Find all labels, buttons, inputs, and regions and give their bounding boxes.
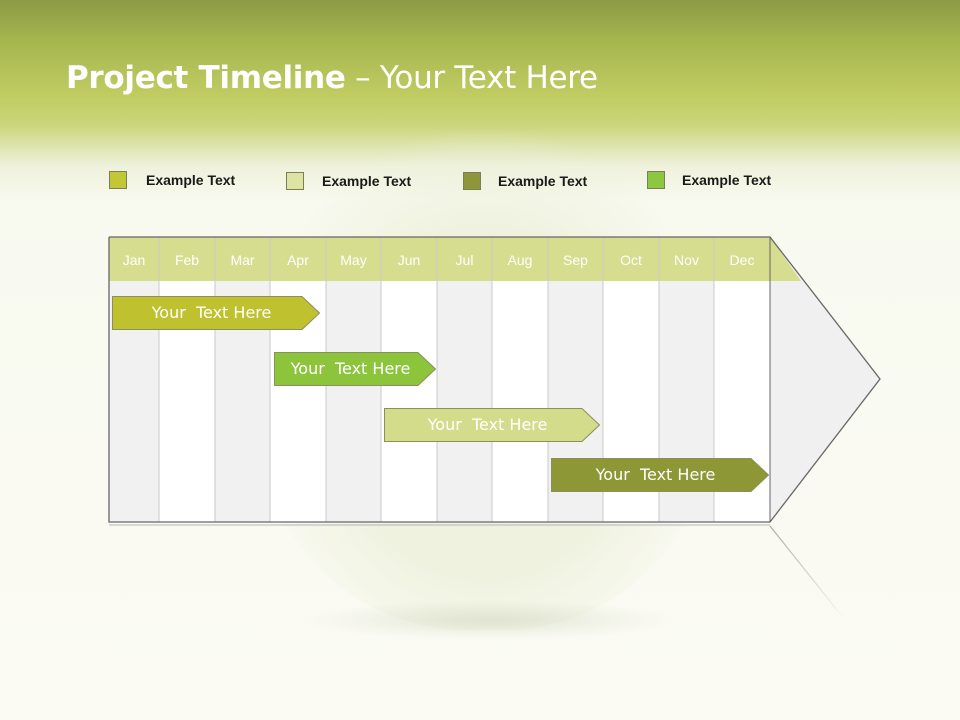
month-header-cell <box>492 237 548 281</box>
month-header-cell <box>437 237 492 281</box>
apple-shadow <box>300 600 680 640</box>
month-label: Dec <box>730 252 755 268</box>
slide-title: Project Timeline – Your Text Here <box>66 60 598 96</box>
timeline-task-bar: Your Text Here <box>384 408 600 442</box>
month-label: Sep <box>563 252 588 268</box>
month-label: Oct <box>620 252 642 268</box>
task-bar-label: Your Text Here <box>427 415 548 434</box>
legend-label: Example Text <box>682 172 772 188</box>
month-column <box>381 281 437 522</box>
task-bar-label: Your Text Here <box>595 465 716 484</box>
month-column <box>492 281 548 522</box>
month-label: Nov <box>674 252 699 268</box>
legend-label: Example Text <box>498 173 588 189</box>
task-bar-arrow-shape <box>551 458 769 492</box>
month-header-cell <box>326 237 381 281</box>
month-column <box>326 281 381 522</box>
timeline-frame <box>108 236 881 523</box>
legend-swatch <box>647 171 665 189</box>
month-label: Jul <box>456 252 474 268</box>
month-header-cell <box>714 237 770 281</box>
legend-swatch <box>286 172 304 190</box>
month-header-cell <box>215 237 270 281</box>
task-bar-label: Your Text Here <box>290 359 411 378</box>
month-header-cell <box>159 237 215 281</box>
timeline-task-bar: Your Text Here <box>112 296 320 330</box>
arrow-head-fill <box>770 237 880 522</box>
month-header-cell <box>548 237 603 281</box>
timeline-task-bar: Your Text Here <box>551 458 769 492</box>
task-bar-label: Your Text Here <box>151 303 272 322</box>
month-label: Feb <box>175 252 199 268</box>
title-rest-part: – Your Text Here <box>345 60 598 96</box>
month-header-cell <box>270 237 326 281</box>
legend-swatch <box>109 171 127 189</box>
month-header-cell <box>381 237 437 281</box>
month-label: Jun <box>398 252 421 268</box>
month-label: May <box>340 252 366 268</box>
task-bar-arrow-shape <box>112 296 320 330</box>
legend-label: Example Text <box>146 172 236 188</box>
month-label: Mar <box>230 252 254 268</box>
month-header-cell <box>659 237 714 281</box>
task-bar-arrow-shape <box>274 352 436 386</box>
title-bold-part: Project Timeline <box>66 60 346 96</box>
month-header-cell <box>109 237 159 281</box>
timeline-task-bar: Your Text Here <box>274 352 436 386</box>
month-header-cell <box>603 237 659 281</box>
reflection-line-diagonal <box>769 525 846 621</box>
legend-label: Example Text <box>322 173 412 189</box>
legend-swatch <box>463 172 481 190</box>
task-bar-arrow-shape <box>384 408 600 442</box>
month-label: Jan <box>123 252 146 268</box>
month-label: Apr <box>287 252 309 268</box>
month-column <box>437 281 492 522</box>
month-label: Aug <box>508 252 533 268</box>
